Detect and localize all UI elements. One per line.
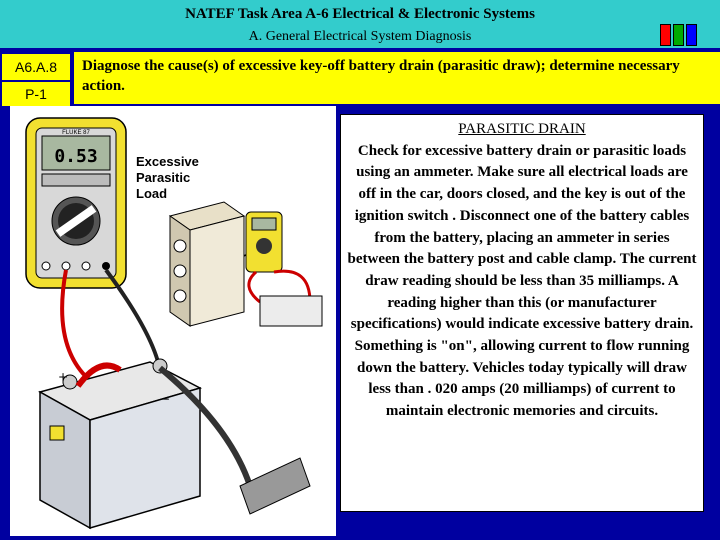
task-description: Diagnose the cause(s) of excessive key-o… [74,52,720,104]
red-flag-icon [660,24,671,46]
inset-meter-icon [245,211,283,273]
battery-icon: + − [38,358,203,530]
content-title: PARASITIC DRAIN [458,121,586,137]
multimeter-icon: FLUKE 87 0.53 [25,117,127,289]
parasitic-load-illustration: FLUKE 87 0.53 Excessive Parasitic Load [10,106,336,536]
content-body: Check for excessive battery drain or par… [347,142,697,420]
svg-text:−: − [160,392,170,406]
fuse-box-inset-icon [168,201,273,327]
header-bar: NATEF Task Area A-6 Electrical & Electro… [0,0,720,48]
svg-text:+: + [58,370,68,384]
meter-reading: 0.53 [54,146,97,167]
parasitic-drain-text-box: PARASITIC DRAIN Check for excessive batt… [340,114,704,512]
illustration-label-3: Load [136,186,167,201]
illustration-label-2: Parasitic [136,170,190,185]
task-code: A6.A.8 [2,54,70,80]
page-title: NATEF Task Area A-6 Electrical & Electro… [185,6,535,22]
priority-badge: P-1 [2,82,70,106]
meter-brand: FLUKE 87 [62,130,90,136]
illustration-label-1: Excessive [136,154,199,169]
page-subtitle: A. General Electrical System Diagnosis [248,29,472,44]
blue-flag-icon [686,24,697,46]
green-flag-icon [673,24,684,46]
